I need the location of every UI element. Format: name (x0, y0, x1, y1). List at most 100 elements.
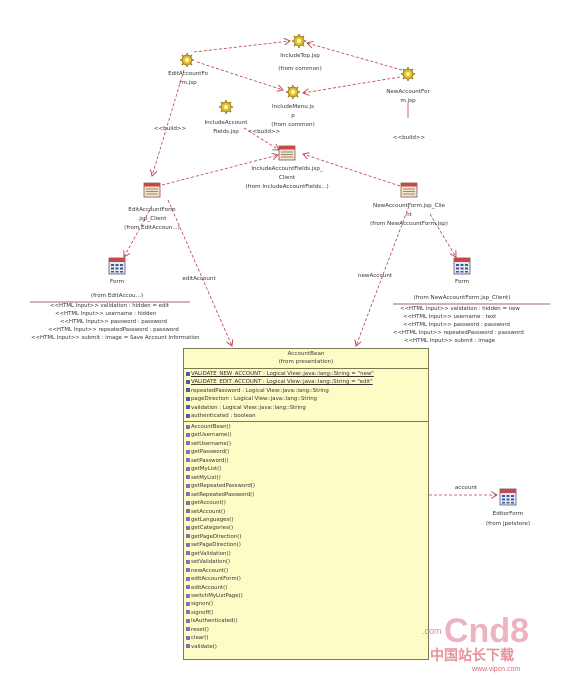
operation-text: switchMyListPage() (191, 593, 243, 599)
watermark-prefix: .com (422, 626, 442, 636)
include-top-icon (291, 33, 307, 49)
class-attribute: VALIDATE_NEW_ACCOUNT : Logical View::jav… (186, 370, 374, 378)
operation-text: setAccount() (191, 508, 226, 515)
operation-icon (186, 601, 190, 606)
class-operation: isAuthenticated() (186, 617, 238, 625)
form-left-field: <<HTML Input>> password : password (60, 319, 167, 325)
class-operation: getMyList() (186, 465, 221, 473)
class-attribute: pageDirection : Logical View::java::lang… (186, 395, 317, 403)
edge-newform-includemenu (303, 76, 401, 93)
attribute-icon (186, 413, 190, 418)
class-operation: setPageDirection() (186, 541, 241, 549)
class-name-separator (184, 368, 428, 369)
form-right-pkg: (from NewAccountForm.jsp_Client) (413, 295, 511, 301)
new-account-form-jsp-name2: m.jsp (400, 98, 416, 104)
operation-text: setUsername() (191, 440, 231, 447)
edit-account-form-client-icon (143, 182, 161, 198)
class-operation: getUsername() (186, 431, 232, 439)
class-operation: signoff() (186, 609, 213, 617)
edge-editform-includemenu (196, 61, 283, 90)
include-account-fields-client-pkg: (from IncludeAccountFields...) (245, 184, 329, 190)
account-bean-name: AccountBean (287, 351, 325, 357)
form-bottom-icon (499, 488, 517, 506)
form-left-field: <<HTML Input>> validation : hidden = edi… (50, 303, 170, 309)
operation-icon (186, 551, 190, 556)
cnd8-watermark-logo: .com Cnd8 中国站长下载 www.vipcn.com (422, 612, 529, 673)
attribute-icon (186, 388, 190, 393)
class-attribute: repeatedPassword : Logical View::java::l… (186, 387, 329, 395)
operation-text: getLanguages() (191, 516, 234, 523)
include-account-fields-icon (218, 99, 234, 115)
form-right-name: Form (454, 279, 470, 285)
include-top-pkg: (from common) (278, 66, 322, 72)
operation-icon (186, 593, 190, 598)
include-menu-pkg: (from common) (271, 122, 315, 128)
operation-text: setPageDirection() (191, 542, 241, 549)
form-right-field: <<HTML Input>> username : text (403, 314, 497, 320)
form-left-pkg: (from EditAccou...) (90, 293, 144, 299)
operation-text: isAuthenticated() (191, 618, 238, 625)
operation-icon (186, 441, 190, 446)
class-operation: getLanguages() (186, 516, 233, 524)
form-right-icon (453, 257, 471, 275)
operation-icon (186, 483, 190, 488)
operation-text: setPassword() (191, 457, 229, 464)
account-bean-pkg: (from presentation) (278, 359, 334, 365)
attribute-text: VALIDATE_EDIT_ACCOUNT : Logical View::ja… (191, 379, 373, 386)
class-operation: getAccount() (186, 499, 226, 507)
operation-text: getUsername() (191, 432, 232, 439)
edit-account-form-jsp-icon (179, 52, 195, 68)
class-operation: AccountBean() (186, 423, 231, 431)
attribute-icon (186, 405, 190, 410)
class-operation: setPassword() (186, 457, 229, 465)
watermark-cn: 中国站长下载 (430, 647, 514, 664)
operation-icon (186, 627, 190, 632)
edge-label-edit-account: editAccount (182, 276, 216, 282)
watermark-main: Cnd8 (444, 612, 529, 650)
class-operation: getValidation() (186, 550, 231, 558)
form-bottom-name: EditorForm (492, 511, 524, 517)
attribute-text: pageDirection : Logical View::java::lang… (191, 396, 318, 403)
account-bean-class: AccountBean (from presentation) VALIDATE… (183, 348, 429, 660)
attribute-text: validation : Logical View::java::lang::S… (191, 404, 306, 411)
include-account-fields-name2: Fields.jsp (213, 129, 239, 135)
operation-icon (186, 635, 190, 640)
operation-text: signon() (191, 601, 214, 608)
operation-text: getCategories() (191, 525, 234, 532)
form-right-field: <<HTML Input>> repeatedPassword : passwo… (393, 330, 524, 336)
include-menu-name: IncludeMenu.js (272, 104, 314, 110)
class-operation: editAccount() (186, 584, 227, 592)
operation-icon (186, 576, 190, 581)
form-left-icon (108, 257, 126, 275)
operation-icon (186, 568, 190, 573)
include-account-fields-client-icon (278, 145, 296, 161)
edge-newform-includetop (307, 43, 403, 71)
operation-icon (186, 449, 190, 454)
operation-icon (186, 458, 190, 463)
operation-text: getRepeatedPassword() (191, 483, 255, 490)
operation-text: getMyList() (191, 466, 222, 473)
operation-icon (186, 534, 190, 539)
attribute-text: VALIDATE_NEW_ACCOUNT : Logical View::jav… (191, 371, 374, 377)
edit-account-form-jsp-name2: rm.jsp (179, 80, 197, 86)
attribute-icon (186, 379, 190, 384)
operation-icon (186, 500, 190, 505)
form-left-field: <<HTML Input>> username : hidden (55, 311, 157, 317)
edit-account-form-client-name2: .jsp_Client (137, 216, 167, 222)
edge-label-build-right: <<build>> (392, 135, 426, 141)
edge-editaccount (167, 199, 232, 346)
class-operation: getRepeatedPassword() (186, 482, 255, 490)
class-operation: setRepeatedPassword() (186, 491, 254, 499)
class-attr-separator (184, 421, 428, 422)
class-operation: reset() (186, 626, 209, 634)
operation-icon (186, 432, 190, 437)
operation-icon (186, 525, 190, 530)
class-operation: setMyList() (186, 474, 221, 482)
form-bottom-pkg: (from jpetstore) (485, 521, 531, 527)
operation-text: setRepeatedPassword() (191, 491, 255, 498)
class-operation: getCategories() (186, 524, 233, 532)
include-menu-name2: p (291, 113, 295, 119)
attribute-icon (186, 396, 190, 401)
operation-text: editAccount() (191, 584, 228, 591)
